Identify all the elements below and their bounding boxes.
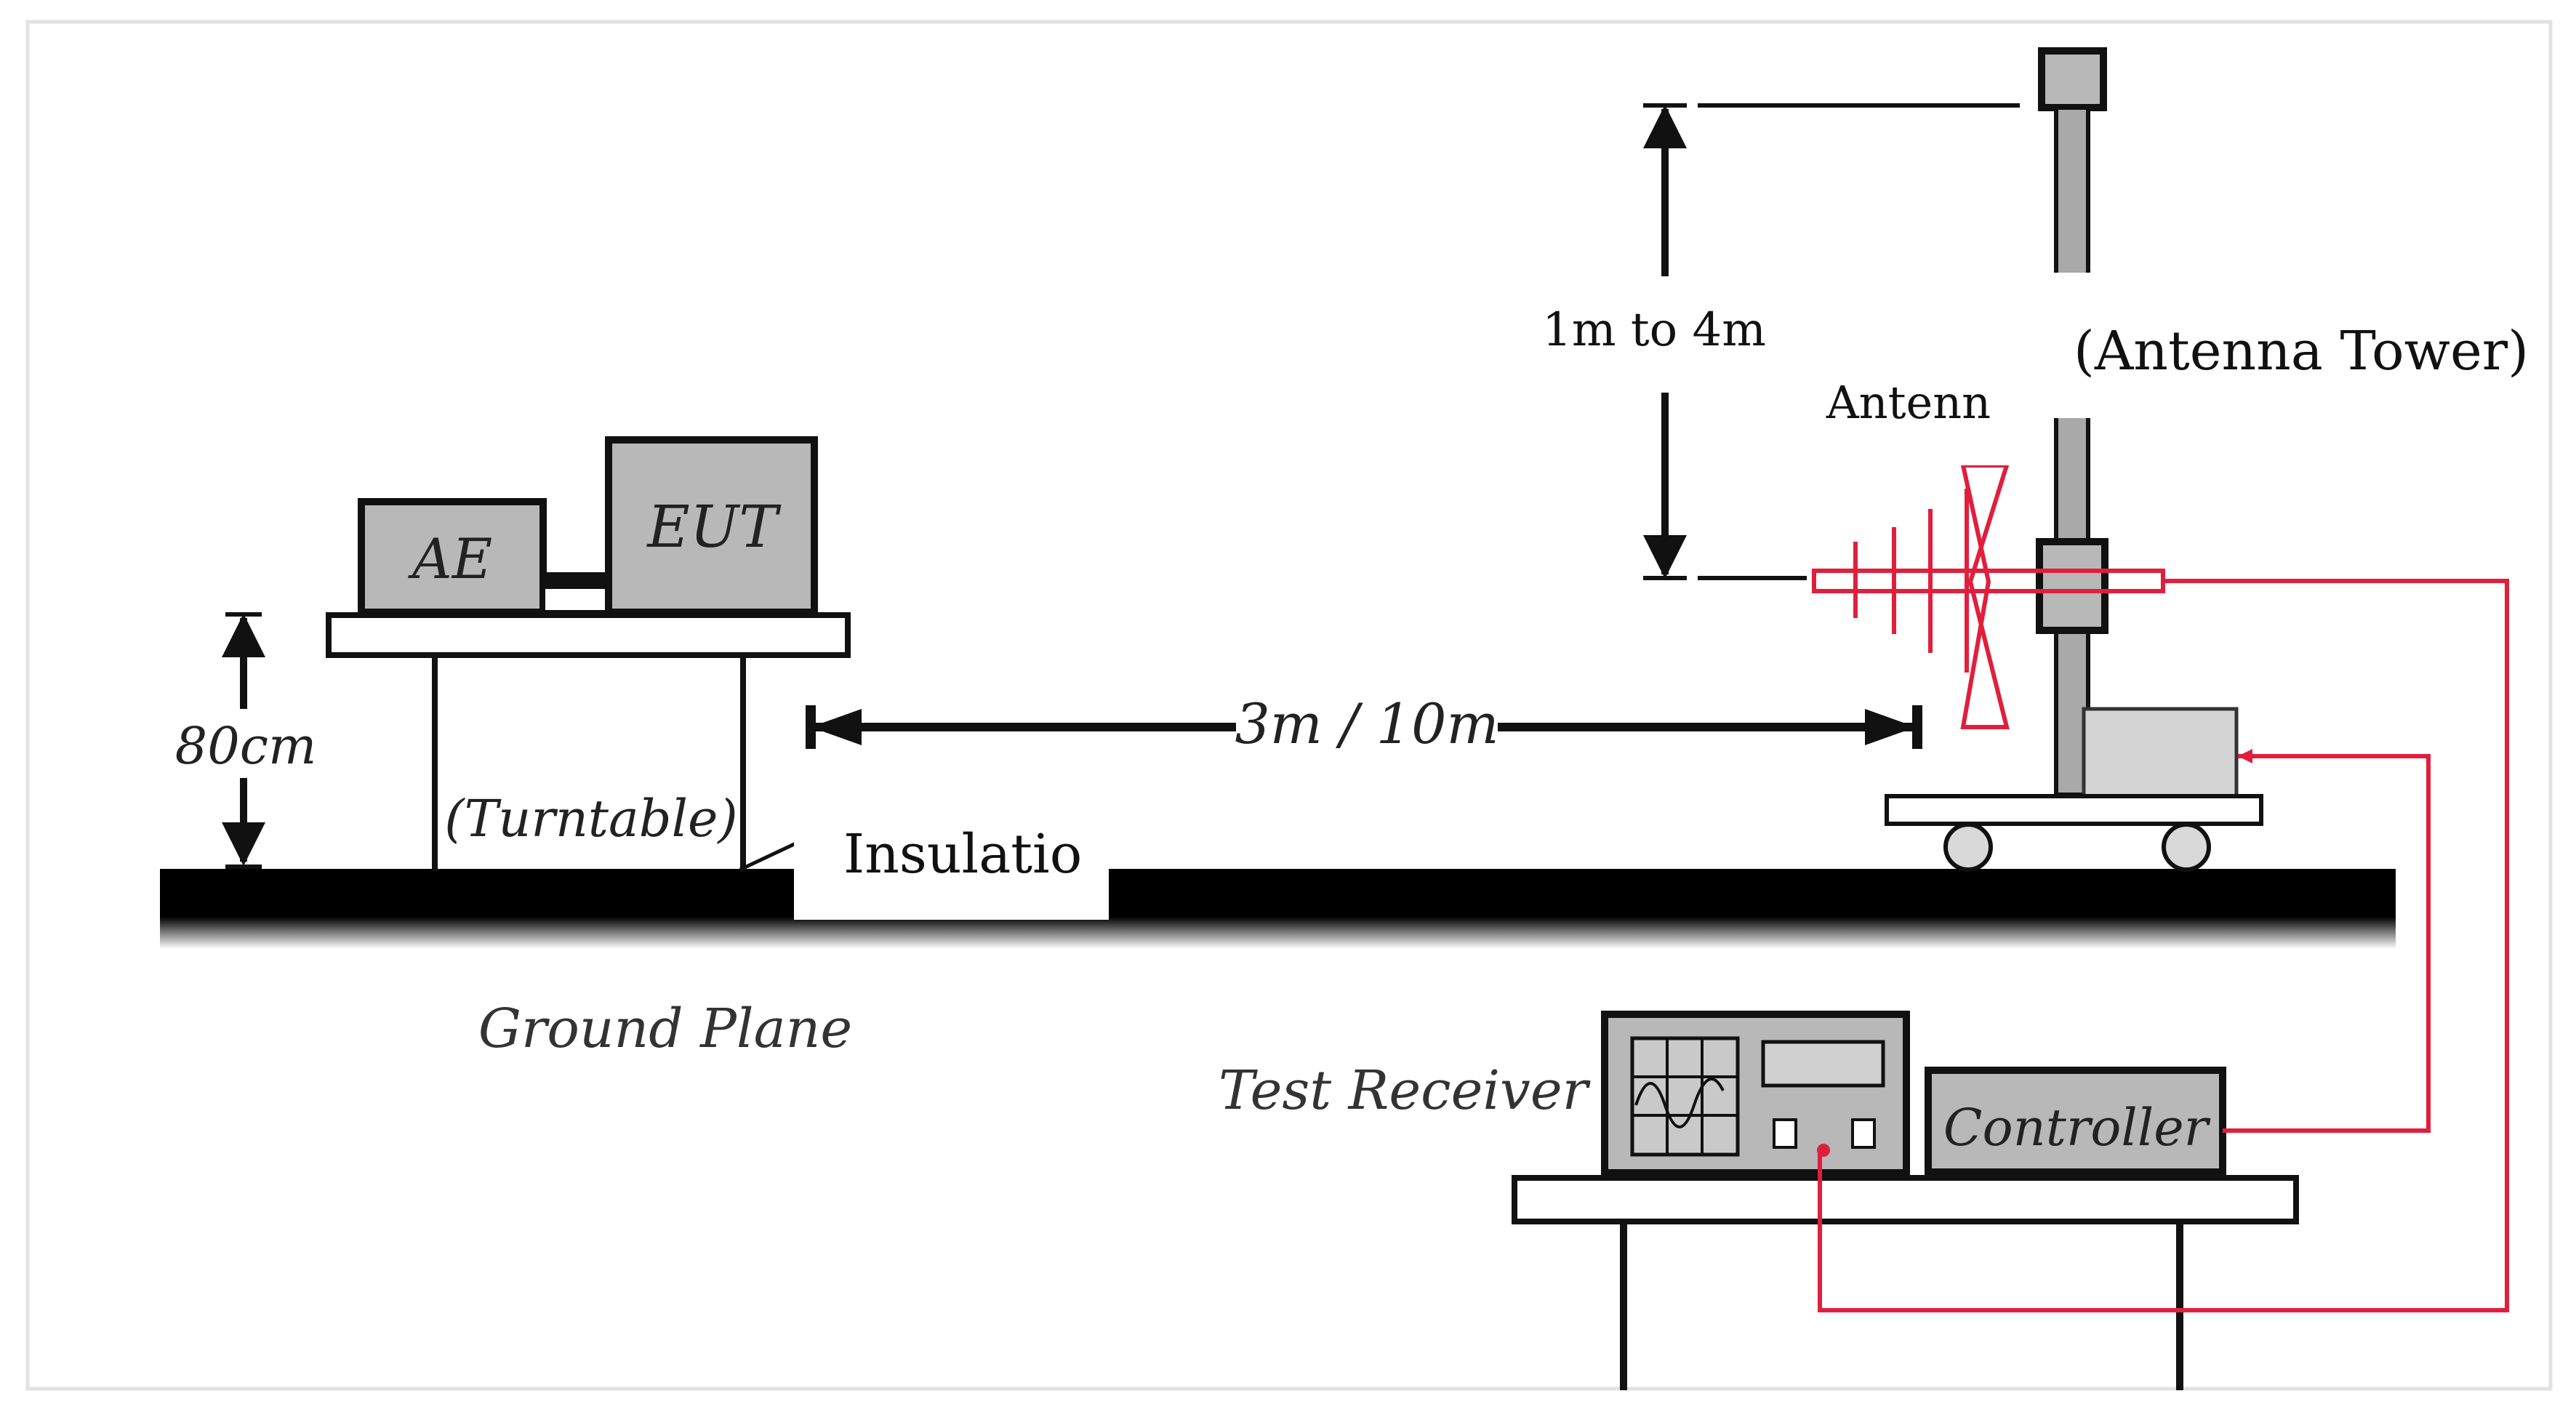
receiver-table <box>1512 1175 2299 1390</box>
insulation-label-box <box>794 814 1109 920</box>
ae-label: AE <box>408 526 492 591</box>
controller: Controller <box>1925 1067 2226 1176</box>
test-receiver <box>1601 1011 1910 1176</box>
ground-plane-label: Ground Plane <box>478 998 852 1060</box>
antenna-tower-label: (Antenna Tower) <box>2074 320 2529 382</box>
figure-frame <box>25 20 2553 1391</box>
ground-plane <box>160 869 2396 949</box>
distance-label: 3m / 10m <box>1235 691 1498 756</box>
test-receiver-label: Test Receiver <box>1219 1059 1592 1122</box>
turntable-label: (Turntable) <box>444 789 737 849</box>
height-80cm-label: 80cm <box>175 716 317 776</box>
red-cables <box>1818 579 2509 1312</box>
eut-box: EUT <box>605 436 818 616</box>
ae-box: AE <box>358 498 547 616</box>
insulation-leader <box>739 838 805 872</box>
ae-eut-link-inner <box>541 585 611 614</box>
antenna-tower <box>1885 47 2263 872</box>
ae-eut-link <box>543 572 609 587</box>
controller-label: Controller <box>1943 1098 2211 1158</box>
height-range-label: 1m to 4m <box>1542 303 1766 357</box>
distance-arrow <box>806 705 1922 749</box>
antenna-label: Antenn <box>1826 376 1991 429</box>
eut-label: EUT <box>646 493 782 561</box>
insulation-label: Insulatio <box>843 823 1082 886</box>
antenna <box>1812 463 2165 729</box>
turntable <box>326 612 851 872</box>
